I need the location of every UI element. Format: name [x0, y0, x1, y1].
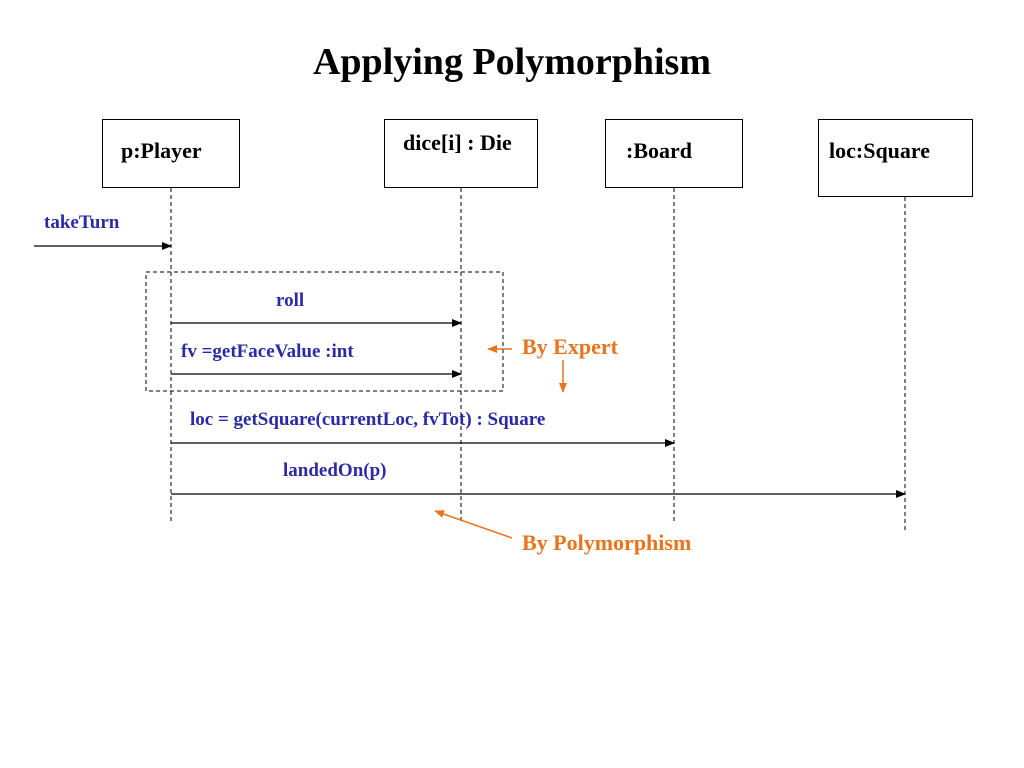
lifeline-box-player: p:Player	[102, 119, 240, 188]
lifeline-label-die: dice[i] : Die	[403, 130, 512, 155]
expert-frame	[145, 271, 504, 392]
lifeline-label-player: p:Player	[121, 138, 202, 163]
message-take-turn: takeTurn	[44, 212, 120, 233]
lifeline-box-square: loc:Square	[818, 119, 973, 197]
arrow-polymorphism	[434, 510, 513, 539]
lifeline-label-square: loc:Square	[829, 138, 931, 163]
annotation-by-polymorphism: By Polymorphism	[522, 530, 692, 555]
message-get-face-value: fv =getFaceValue :int	[181, 341, 354, 362]
annotation-by-expert: By Expert	[522, 334, 618, 359]
message-landed-on: landedOn(p)	[283, 460, 387, 481]
lifeline-box-die: dice[i] : Die	[384, 119, 538, 188]
page-title: Applying Polymorphism	[312, 41, 712, 83]
message-get-square: loc = getSquare(currentLoc, fvTot) : Squ…	[190, 409, 546, 430]
lifeline-label-board: :Board	[626, 138, 692, 163]
message-roll: roll	[276, 290, 305, 311]
lifeline-box-board: :Board	[605, 119, 743, 188]
